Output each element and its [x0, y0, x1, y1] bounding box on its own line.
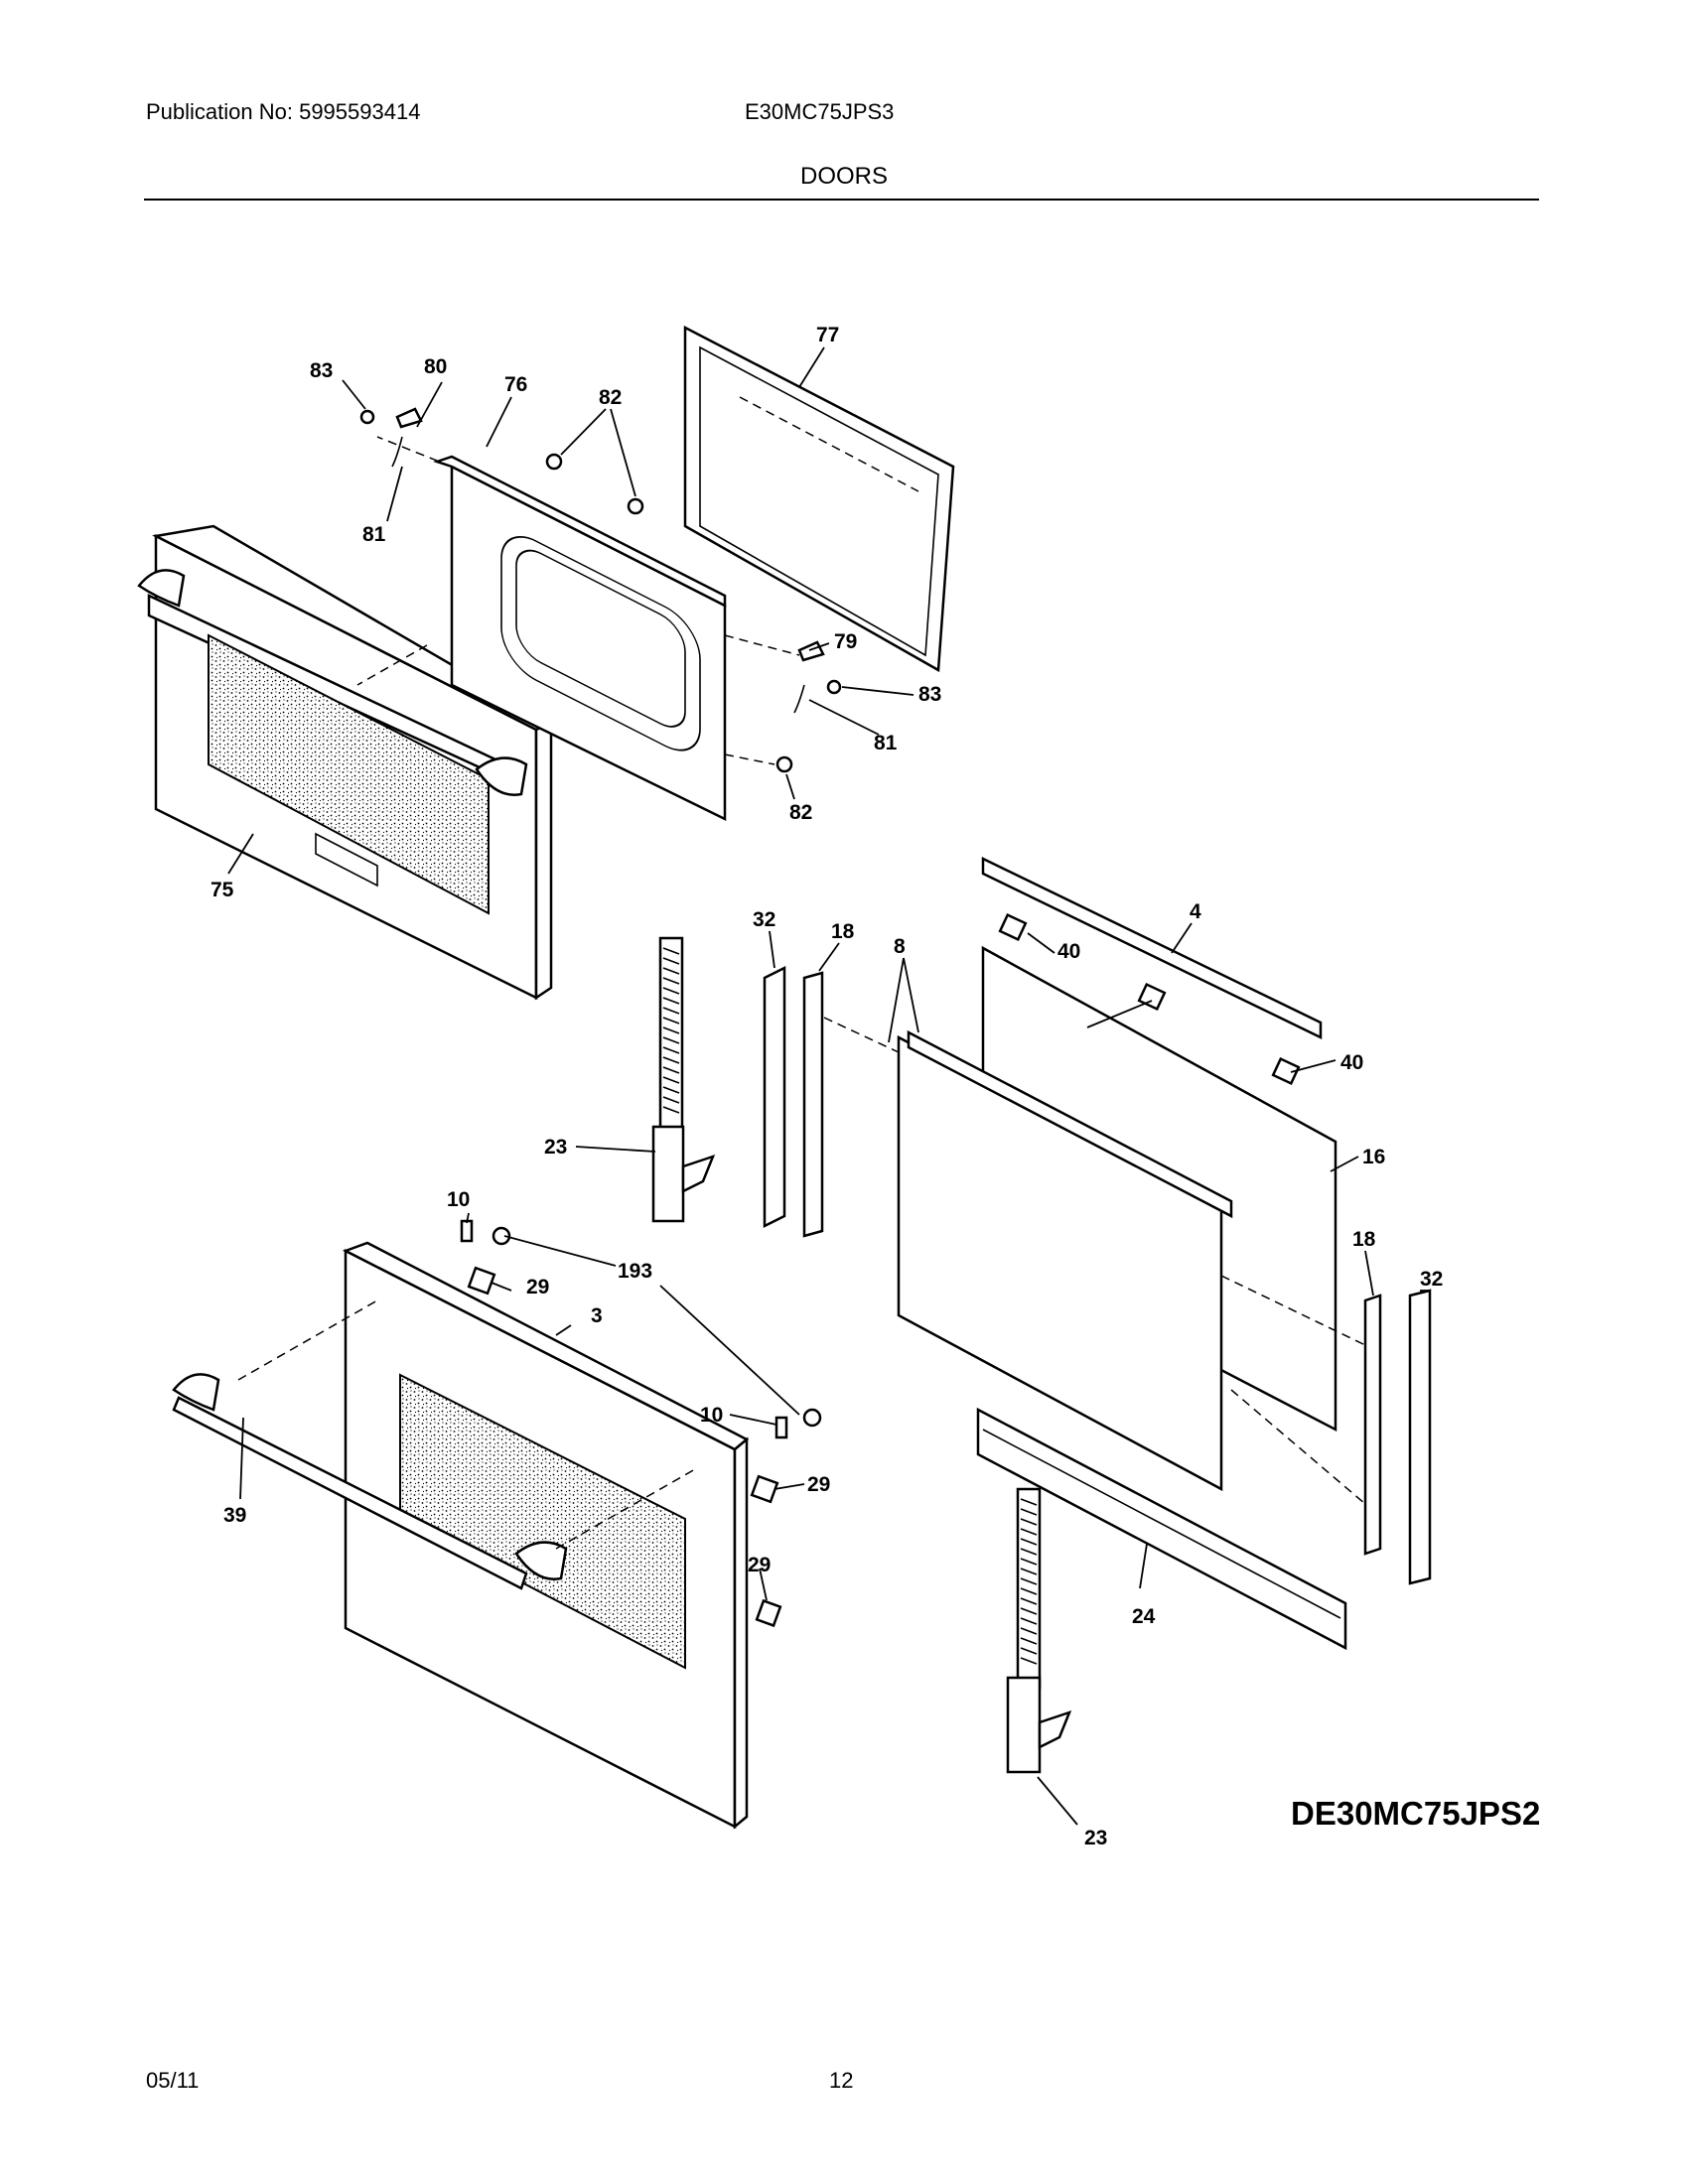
- callout: 23: [544, 1136, 567, 1159]
- callout: 40: [1057, 940, 1080, 963]
- header-rule: [144, 199, 1539, 201]
- callout: 3: [591, 1304, 603, 1327]
- callout: 83: [310, 359, 333, 382]
- callout: 10: [447, 1188, 470, 1211]
- lower-door-panel: [172, 1241, 750, 1830]
- callout: 18: [1352, 1228, 1376, 1251]
- callout: 24: [1132, 1605, 1156, 1628]
- callout: 81: [362, 523, 386, 546]
- callout: 18: [831, 920, 855, 943]
- lower-door-window: [399, 1373, 686, 1670]
- callout: 82: [599, 386, 622, 409]
- callout: 32: [753, 908, 775, 931]
- door-glass-panels: [897, 945, 1337, 1492]
- callout: 39: [223, 1504, 246, 1527]
- model-number: E30MC75JPS3: [745, 99, 895, 124]
- hinge-lower: [1006, 1487, 1072, 1774]
- callout: 29: [526, 1276, 549, 1298]
- callout: 32: [1420, 1268, 1443, 1291]
- callout: 29: [748, 1554, 771, 1576]
- callout: 75: [211, 879, 234, 901]
- callouts: 83 80 76 82 77 81 79 83 81 82 75 4 32 18…: [211, 324, 1443, 1849]
- callout: 29: [807, 1473, 830, 1496]
- lower-hardware: [460, 1219, 822, 1628]
- door-glass-frame: [683, 325, 955, 673]
- callout: 82: [789, 801, 812, 824]
- bottom-channel: [976, 1407, 1347, 1651]
- page-number: 12: [829, 2068, 854, 2093]
- footer-date: 05/11: [146, 2068, 200, 2093]
- callout: 77: [816, 324, 839, 346]
- side-channels-left: [763, 965, 900, 1238]
- callout: 23: [1084, 1827, 1107, 1849]
- callout: 193: [618, 1260, 652, 1283]
- callout: 83: [918, 683, 941, 706]
- upper-door-inner-panel: [356, 436, 727, 822]
- callout: 76: [504, 373, 527, 396]
- callout: 79: [834, 630, 857, 653]
- callout: 8: [894, 935, 906, 958]
- hinge-upper: [651, 936, 716, 1223]
- upper-door-outer-panel: [137, 524, 554, 1001]
- leader-lines: [227, 346, 1428, 1826]
- side-channels-right: [1220, 1275, 1432, 1585]
- section-title: DOORS: [799, 163, 888, 190]
- callout: 4: [1190, 900, 1201, 923]
- diagram-id: DE30MC75JPS2: [1291, 1795, 1541, 1832]
- upper-door-window: [208, 633, 490, 915]
- publication-number: Publication No: 5995593414: [146, 99, 421, 124]
- callout: 81: [874, 732, 898, 754]
- callout: 80: [424, 355, 447, 378]
- callout: 10: [700, 1404, 723, 1427]
- callout: 16: [1362, 1146, 1385, 1168]
- callout: 40: [1340, 1051, 1363, 1074]
